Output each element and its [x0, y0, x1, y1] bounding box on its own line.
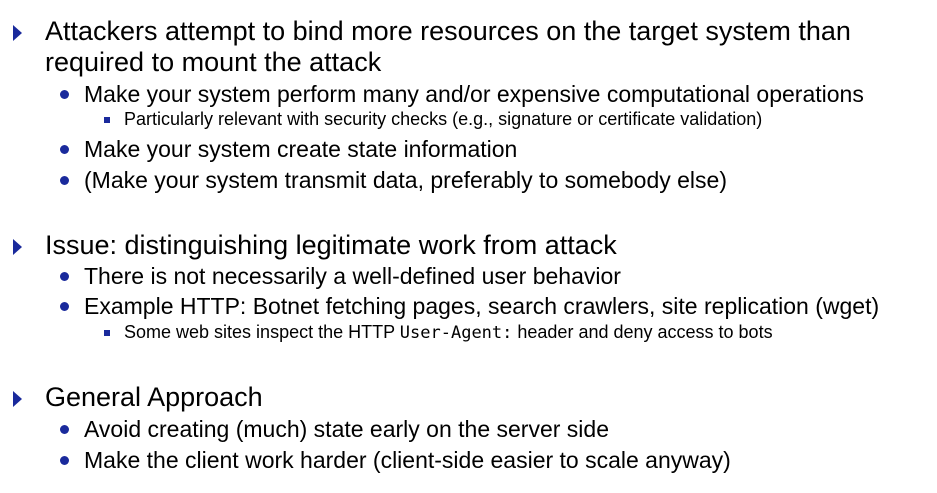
- heading-text: Issue: distinguishing legitimate work fr…: [45, 230, 617, 260]
- list-item-text: Example HTTP: Botnet fetching pages, sea…: [84, 293, 880, 319]
- section-resource-binding: Attackers attempt to bind more resources…: [0, 16, 937, 194]
- list-item: Make your system create state informatio…: [0, 135, 937, 163]
- user-agent-code: User-Agent:: [399, 323, 513, 343]
- section-heading: General Approach: [0, 382, 937, 413]
- list-item-text: Make your system perform many and/or exp…: [84, 81, 864, 107]
- section-distinguishing-work: Issue: distinguishing legitimate work fr…: [0, 230, 937, 345]
- list-item: (Make your system transmit data, prefera…: [0, 166, 937, 194]
- sub-list-item: Particularly relevant with security chec…: [0, 108, 937, 131]
- sub-list-item-text: Particularly relevant with security chec…: [124, 109, 763, 129]
- list-item-text: Make your system create state informatio…: [84, 136, 518, 162]
- triangle-arrow-icon: [13, 25, 22, 41]
- sub-list-item-text-before: Some web sites inspect the HTTP: [124, 322, 400, 342]
- heading-text: Attackers attempt to bind more resources…: [45, 16, 851, 77]
- list-item: Avoid creating (much) state early on the…: [0, 415, 937, 443]
- list-item-text: There is not necessarily a well-defined …: [84, 263, 621, 289]
- list-item: Example HTTP: Botnet fetching pages, sea…: [0, 292, 937, 320]
- square-bullet-icon: [104, 117, 110, 123]
- heading-text: General Approach: [45, 382, 263, 412]
- square-bullet-icon: [104, 330, 110, 336]
- round-bullet-icon: [60, 272, 69, 281]
- list-item-text: Avoid creating (much) state early on the…: [84, 416, 609, 442]
- triangle-arrow-icon: [13, 391, 22, 407]
- list-item-text: (Make your system transmit data, prefera…: [84, 167, 727, 193]
- sub-list-item-text-after: header and deny access to bots: [512, 322, 773, 342]
- list-item-text: Make the client work harder (client-side…: [84, 447, 731, 473]
- list-item: Make the client work harder (client-side…: [0, 446, 937, 474]
- round-bullet-icon: [60, 176, 69, 185]
- list-item: There is not necessarily a well-defined …: [0, 262, 937, 290]
- round-bullet-icon: [60, 90, 69, 99]
- round-bullet-icon: [60, 456, 69, 465]
- section-heading: Attackers attempt to bind more resources…: [0, 16, 937, 78]
- round-bullet-icon: [60, 425, 69, 434]
- round-bullet-icon: [60, 145, 69, 154]
- round-bullet-icon: [60, 302, 69, 311]
- sub-list-item: Some web sites inspect the HTTP User-Age…: [0, 321, 937, 345]
- triangle-arrow-icon: [13, 239, 22, 255]
- section-general-approach: General Approach Avoid creating (much) s…: [0, 382, 937, 474]
- list-item: Make your system perform many and/or exp…: [0, 80, 937, 108]
- section-heading: Issue: distinguishing legitimate work fr…: [0, 230, 937, 261]
